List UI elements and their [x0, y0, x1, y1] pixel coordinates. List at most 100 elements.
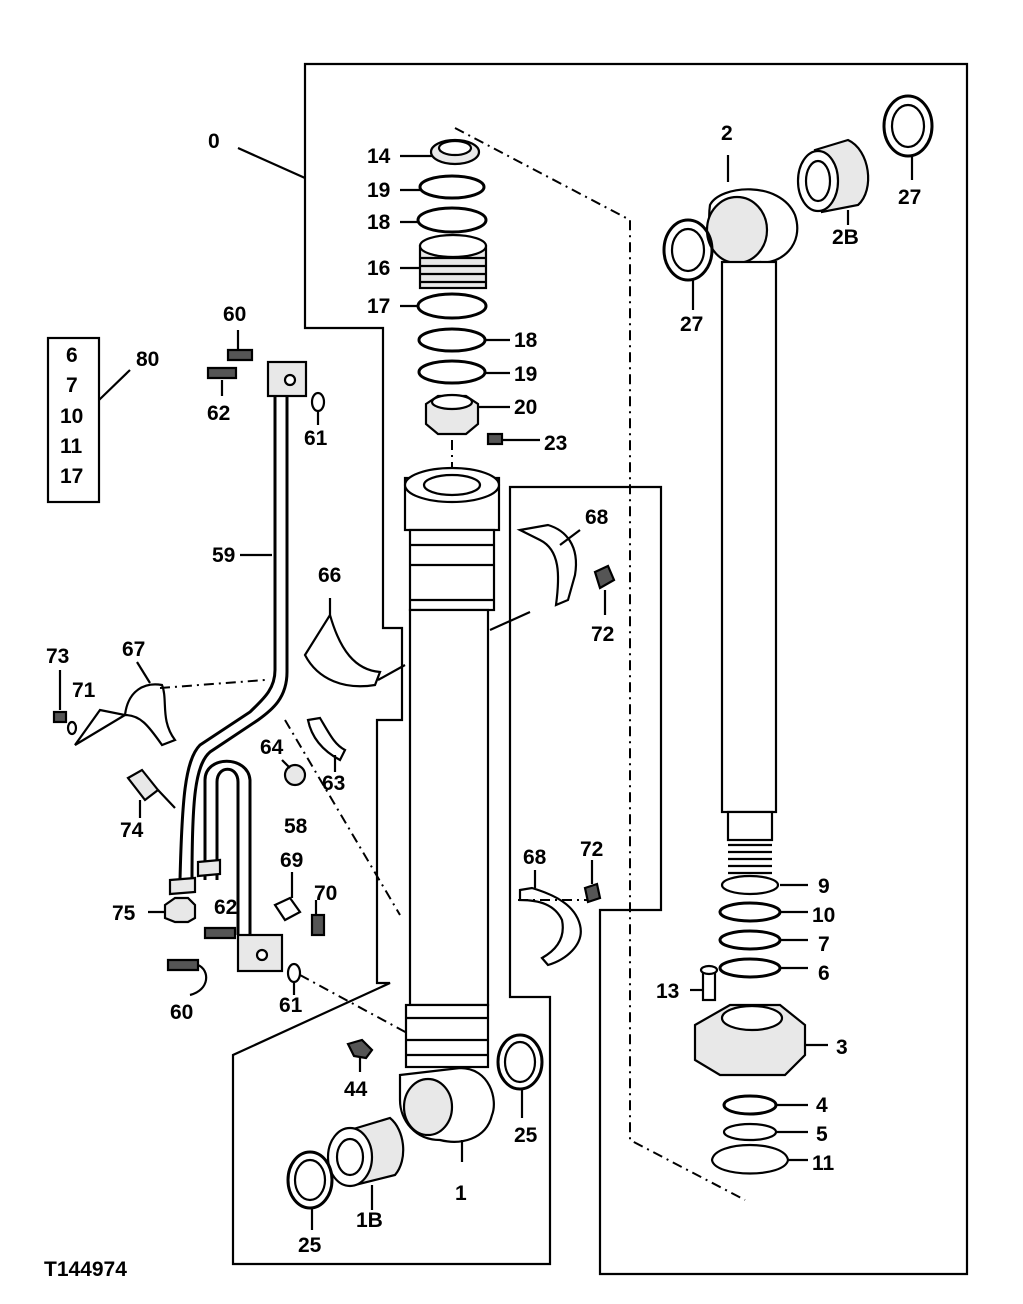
kit-item: 7 [66, 374, 78, 397]
kit-item: 11 [60, 435, 83, 458]
callout-63: 63 [322, 772, 345, 795]
callout-74: 74 [120, 819, 144, 842]
piston-stack [416, 138, 504, 446]
part-71-washer [66, 720, 78, 736]
callout-11: 11 [812, 1152, 835, 1175]
part-18-ring-top [416, 206, 488, 234]
part-27-seal-left [662, 218, 714, 282]
callout-64: 64 [260, 736, 284, 759]
part-25-seal-left [286, 1150, 334, 1210]
part-2b-bushing [796, 138, 870, 225]
part-7-ring [718, 929, 782, 951]
part-44-fitting [346, 1038, 374, 1060]
callout-19: 19 [367, 179, 390, 202]
callout-2b: 2B [832, 226, 859, 249]
callout-60: 60 [223, 303, 246, 326]
callout-68: 68 [523, 846, 547, 869]
kit-box [46, 336, 101, 504]
callout-61: 61 [304, 427, 328, 450]
callout-58: 58 [284, 815, 308, 838]
kit-item: 17 [60, 465, 83, 488]
kit-box-leader [98, 369, 131, 401]
callout-20: 20 [514, 396, 537, 419]
callout-23: 23 [544, 432, 567, 455]
callout-72: 72 [591, 623, 614, 646]
part-63-clamp [306, 716, 347, 762]
callout-27: 27 [680, 313, 703, 336]
part-58-hose [203, 759, 252, 935]
callout-14: 14 [367, 145, 391, 168]
callout-68: 68 [585, 506, 609, 529]
callout-5: 5 [816, 1123, 828, 1146]
part-18-ring-bottom [417, 327, 487, 353]
part-75-nut [163, 896, 197, 924]
part-23-setscrew [486, 432, 504, 446]
part-3-head [693, 1003, 828, 1077]
callout-1b: 1B [356, 1209, 383, 1232]
part-60-bolt-bottom [166, 958, 200, 972]
part-73-bolt [52, 710, 68, 724]
part-19-ring-top [418, 174, 486, 200]
callout-0-leader [237, 146, 306, 180]
part-27-seal-right [882, 94, 934, 158]
callout-72: 72 [580, 838, 603, 861]
callout-44: 44 [344, 1078, 368, 1101]
part-72-bolt-bottom [583, 882, 602, 904]
kit-label-80: 80 [136, 348, 159, 371]
callout-9: 9 [818, 875, 830, 898]
callout-19: 19 [514, 363, 537, 386]
part-4-ring [722, 1094, 778, 1116]
centerline-rod [454, 127, 746, 1201]
part-10-ring [718, 901, 782, 923]
callout-25: 25 [514, 1124, 538, 1147]
part-66-clamp [303, 612, 382, 688]
callout-27: 27 [898, 186, 921, 209]
centerline-clamp [284, 719, 401, 916]
callout-69: 69 [280, 849, 303, 872]
callout-59: 59 [212, 544, 235, 567]
callout-0: 0 [208, 130, 220, 153]
piston-rod [705, 155, 799, 875]
part-11-wiper [710, 1144, 790, 1175]
centerline-port [299, 974, 421, 1041]
callout-2: 2 [721, 122, 733, 145]
callout-7: 7 [818, 933, 830, 956]
part-69-clamp [273, 896, 302, 922]
callout-60: 60 [170, 1001, 193, 1024]
part-17-seal [416, 292, 488, 320]
part-62-bolt-bottom [203, 926, 237, 940]
callout-62: 62 [214, 896, 237, 919]
part-68-clamp-bottom [518, 886, 582, 967]
callout-25: 25 [298, 1234, 322, 1257]
assembly-outline [231, 62, 969, 1276]
callout-18: 18 [514, 329, 538, 352]
part-64-nut [283, 763, 307, 787]
part-61-oring-bottom [286, 962, 302, 984]
callout-73: 73 [46, 645, 69, 668]
callout-66: 66 [318, 564, 341, 587]
part-67-clamp [123, 683, 177, 747]
part-72-bolt-top [593, 564, 616, 590]
part-19-ring-bottom [417, 359, 487, 385]
callout-3: 3 [836, 1036, 848, 1059]
callout-10: 10 [812, 904, 835, 927]
part-61-oring-top [310, 391, 326, 413]
part-6-ring [718, 957, 782, 979]
centerline-hose [159, 679, 266, 689]
callout-70: 70 [314, 882, 337, 905]
callout-13: 13 [656, 980, 679, 1003]
callout-17: 17 [367, 295, 390, 318]
part-62-bolt-top [206, 366, 238, 380]
fitting-58b [196, 858, 222, 878]
part-70-bolt [310, 913, 326, 937]
part-60-bolt-top [226, 348, 254, 362]
part-68-clamp-top [516, 523, 578, 607]
part-74-spacer [126, 768, 160, 802]
cylinder-tube [398, 466, 501, 1162]
part-1b-bushing [326, 1116, 405, 1210]
figure-id: T144974 [44, 1258, 127, 1281]
callout-71: 71 [72, 679, 96, 702]
callout-75: 75 [112, 902, 136, 925]
